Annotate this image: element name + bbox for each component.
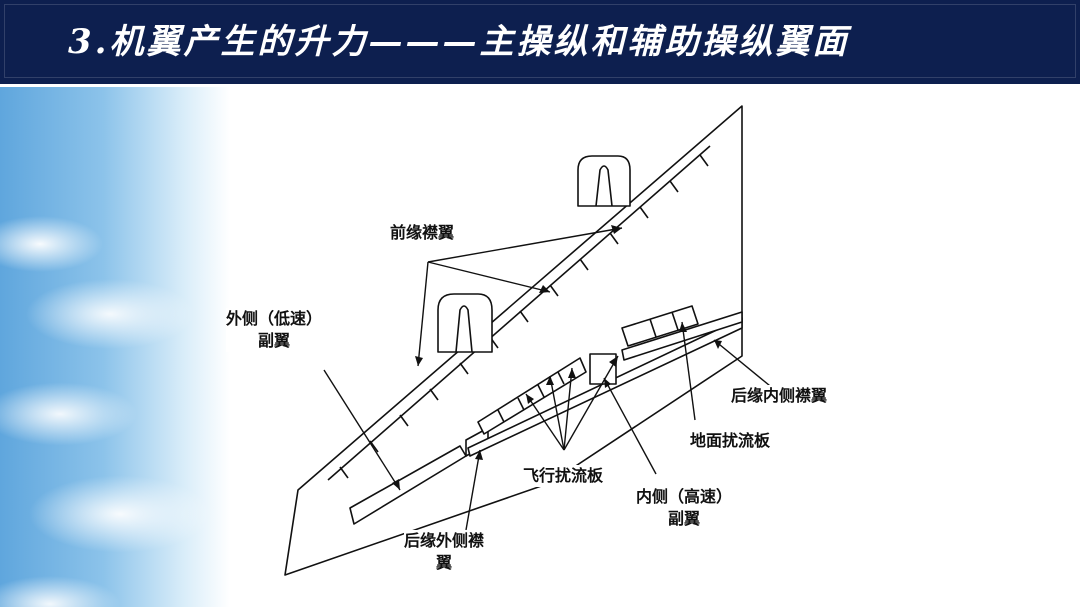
leading-slats — [339, 154, 709, 479]
title-bar: 3.机翼产生的升力———主操纵和辅助操纵翼面 — [0, 0, 1080, 87]
label-trailing-outboard-flap-line2: 翼 — [436, 553, 453, 572]
label-ground-spoiler: 地面扰流板 — [690, 430, 771, 452]
spoiler-dividers — [497, 371, 565, 423]
label-outboard-aileron-line1: 外侧（低速） — [226, 309, 323, 328]
label-outboard-aileron: 外侧（低速） 副翼 — [226, 308, 323, 352]
label-outboard-aileron-line2: 副翼 — [258, 331, 291, 350]
inboard-aileron — [589, 353, 617, 385]
label-inboard-aileron-line2: 副翼 — [668, 509, 701, 528]
label-leading-flap: 前缘襟翼 — [390, 222, 455, 244]
sky-background — [0, 84, 230, 607]
flight-spoilers — [477, 357, 587, 435]
label-inboard-aileron: 内侧（高速） 副翼 — [636, 486, 733, 530]
engine-upper — [577, 155, 631, 207]
label-trailing-outboard-flap: 后缘外侧襟 翼 — [404, 530, 485, 574]
wing-diagram — [284, 105, 776, 576]
inboard-flap — [621, 311, 743, 361]
label-flight-spoiler: 飞行扰流板 — [523, 465, 604, 487]
engine-lower — [437, 293, 493, 353]
label-trailing-outboard-flap-line1: 后缘外侧襟 — [404, 531, 485, 550]
leading-edge-inner — [327, 145, 711, 481]
label-inboard-aileron-line1: 内侧（高速） — [636, 487, 733, 506]
ground-spoilers — [621, 305, 699, 347]
title-bar-frame — [4, 4, 1076, 78]
page-title: 3.机翼产生的升力———主操纵和辅助操纵翼面 — [68, 22, 850, 62]
label-trailing-inboard-flap: 后缘内侧襟翼 — [731, 385, 828, 407]
